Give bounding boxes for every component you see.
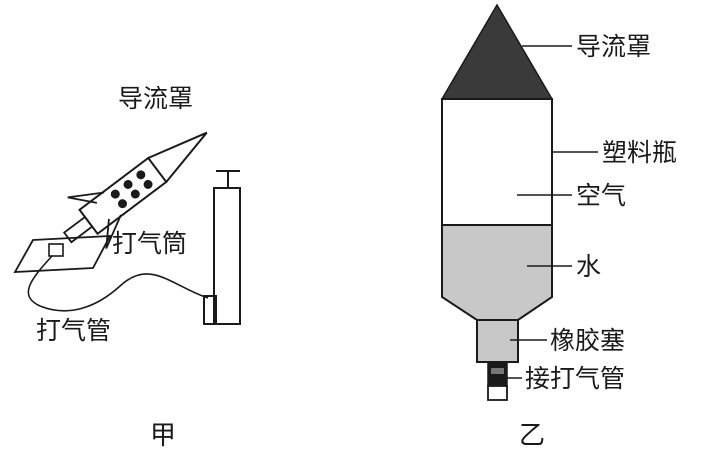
rocket-dot — [136, 170, 146, 180]
label-b-stopper: 橡胶塞 — [550, 326, 625, 355]
pump-base — [203, 295, 217, 325]
rocket-dot — [118, 199, 128, 209]
rocket-dot — [143, 179, 153, 189]
rocket-fin-bottom — [105, 214, 122, 249]
label-b-bottle: 塑料瓶 — [602, 138, 677, 167]
caption-a: 甲 — [150, 421, 176, 451]
label-b-water: 水 — [576, 252, 601, 281]
rocket-a — [62, 131, 208, 249]
label-b-fairing: 导流罩 — [576, 32, 651, 61]
nozzle-holder — [48, 243, 64, 257]
rocket-dot — [110, 189, 120, 199]
caption-b: 乙 — [519, 421, 545, 451]
figure-a: 导流罩 打气筒 打气管 甲 — [13, 84, 241, 451]
label-b-connector: 接打气管 — [525, 364, 625, 393]
label-b-air: 空气 — [576, 181, 626, 210]
connector-tube — [487, 385, 508, 401]
rocket-body — [78, 156, 168, 236]
rubber-stopper-highlight — [491, 368, 504, 374]
figure-b: 导流罩 塑料瓶 空气 水 橡胶塞 接打气管 乙 — [440, 3, 677, 451]
bottle-water — [441, 224, 553, 321]
label-a-pump: 打气筒 — [112, 229, 187, 258]
fairing-cone — [440, 3, 554, 100]
label-a-fairing: 导流罩 — [118, 84, 193, 113]
rocket-dot — [130, 189, 140, 199]
rocket-nose — [147, 131, 208, 183]
label-a-pump-tube: 打气管 — [36, 316, 111, 345]
pump-tube-line — [27, 255, 209, 312]
rocket-dot — [123, 179, 133, 189]
bottle-neck — [476, 319, 519, 363]
bottle-air — [441, 98, 553, 226]
rocket-fin-top — [67, 191, 105, 204]
pump-barrel — [213, 187, 241, 325]
launch-pad — [13, 235, 112, 273]
